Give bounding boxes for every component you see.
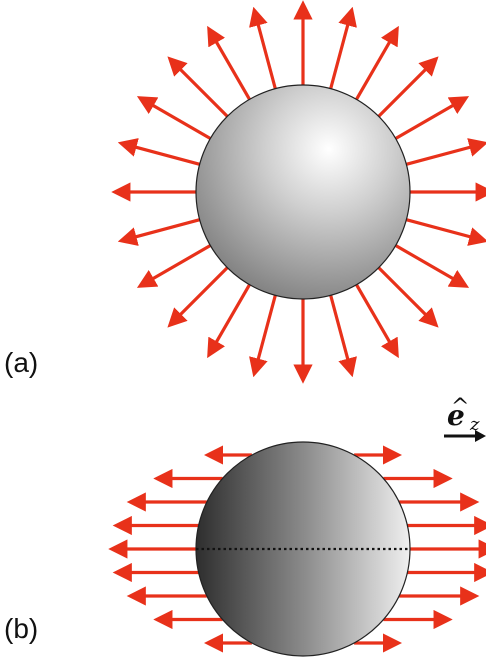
radial-arrow [167, 266, 229, 328]
radial-arrow [207, 283, 251, 359]
radial-arrow [355, 283, 399, 359]
sphere-a [195, 84, 411, 300]
unit-vector-arrowhead [475, 430, 486, 442]
radial-arrow [405, 138, 486, 166]
radial-arrows [111, 0, 486, 384]
radial-arrow [117, 218, 201, 246]
radial-arrow [329, 294, 357, 378]
radial-arrow [377, 56, 439, 118]
radial-arrow [136, 244, 212, 288]
radial-arrow [405, 218, 486, 246]
radial-arrow [207, 25, 251, 101]
axial-arrows [108, 445, 486, 653]
panel-label-b: (b) [4, 613, 38, 644]
radial-arrow [167, 56, 229, 118]
radial-arrow [394, 96, 470, 140]
radial-arrow [136, 96, 212, 140]
panel-a: (a) [4, 0, 486, 384]
radial-arrow [377, 266, 439, 328]
unit-vector-symbol: e [447, 399, 465, 432]
unit-vector-ez: ^ e z [444, 395, 486, 442]
radial-arrow [329, 6, 357, 90]
radial-arrow [394, 244, 470, 288]
unit-vector-subscript: z [469, 414, 480, 435]
panel-label-a: (a) [4, 347, 38, 378]
radial-arrow [249, 6, 277, 90]
panel-b: (b) [4, 441, 486, 657]
radial-arrow [249, 294, 277, 378]
radial-arrow [117, 138, 201, 166]
unit-vector-hat: ^ [451, 395, 469, 420]
radial-arrow [355, 25, 399, 101]
